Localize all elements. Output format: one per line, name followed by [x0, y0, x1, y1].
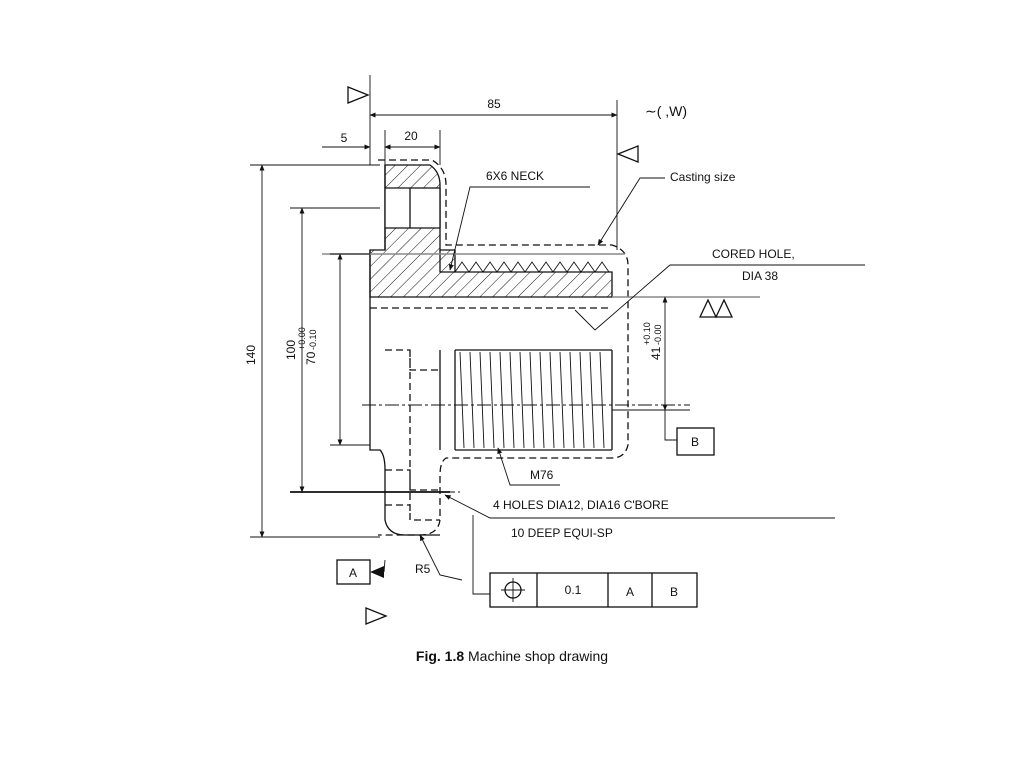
datum-b: B [664, 410, 715, 456]
note-holes-1: 4 HOLES DIA12, DIA16 C'BORE [493, 498, 669, 512]
note-casting-size: Casting size [670, 170, 736, 184]
dim-bore-tol-lower: -0.10 [308, 329, 318, 350]
dim-bore-dia: 70 [304, 351, 318, 365]
dim-bore-group: 70 +0.00 -0.10 [297, 327, 318, 365]
note-holes-2: 10 DEEP EQUI-SP [511, 526, 613, 540]
surface-finish-icon [698, 298, 734, 319]
dim-flange-thickness: 5 [341, 131, 348, 145]
dim-flange-width: 20 [404, 129, 418, 143]
dim-depth: 41 [649, 346, 663, 360]
part-upper-section [369, 164, 613, 298]
dimension-lines [250, 75, 690, 538]
dim-depth-tol-upper: +0.10 [642, 322, 652, 345]
figure-caption: Fig. 1.8 Machine shop drawing [0, 648, 1024, 664]
note-thread: M76 [530, 468, 554, 482]
dim-depth-group: 41 +0.10 -0.00 [642, 322, 663, 360]
machining-triangle-icon [347, 86, 370, 104]
casting-outline [378, 159, 629, 536]
machining-symbols [347, 86, 734, 625]
dim-outer-dia: 140 [244, 345, 258, 365]
datum-a: A [336, 559, 386, 585]
note-cored-hole-2: DIA 38 [742, 269, 778, 283]
datum-b-label: B [691, 435, 699, 449]
leaders [419, 177, 865, 595]
surface-symbol: ∼( ,W) [645, 103, 687, 119]
part-lower-view [369, 165, 613, 536]
caption-figure-number: Fig. 1.8 [415, 648, 465, 664]
dim-bore-tol-upper: +0.00 [297, 327, 307, 350]
note-neck: 6X6 NECK [486, 169, 544, 183]
note-radius: R5 [415, 562, 431, 576]
machining-triangle-icon [616, 145, 639, 163]
caption-title: Machine shop drawing [468, 648, 609, 664]
position-icon [501, 578, 525, 602]
datum-a-label: A [349, 566, 357, 580]
fcf-tolerance: 0.1 [565, 583, 582, 597]
note-cored-hole-1: CORED HOLE, [712, 247, 795, 261]
machining-triangle-icon [365, 607, 388, 625]
dim-bolt-circle: 100 [284, 340, 298, 360]
fcf-datum-2: B [670, 585, 678, 599]
dim-depth-tol-lower: -0.00 [653, 324, 663, 345]
fcf-datum-1: A [626, 585, 634, 599]
dim-overall-length: 85 [487, 97, 501, 111]
feature-control-frame: 0.1 A B [489, 572, 698, 608]
